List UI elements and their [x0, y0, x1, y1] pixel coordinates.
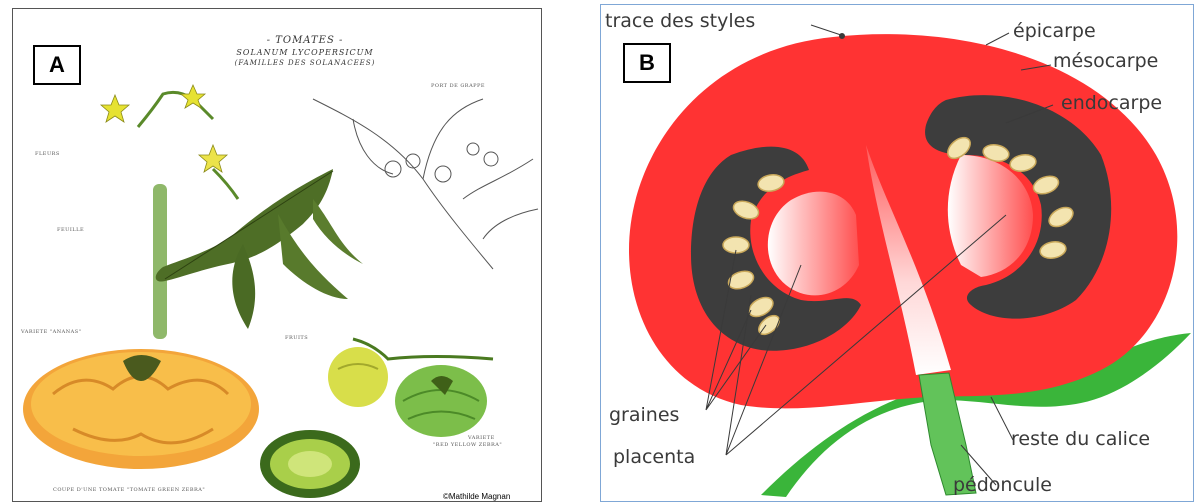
illustration-title: - TOMATES -: [267, 35, 344, 46]
panel-a-letter: A: [33, 45, 81, 85]
label-variete-zebra-name: "RED YELLOW ZEBRA": [433, 442, 502, 448]
green-zebra-cut: [260, 430, 360, 498]
label-endocarpe: endocarpe: [1061, 92, 1162, 114]
tomato-section-diagram: trace des styles épicarpe mésocarpe endo…: [601, 5, 1194, 502]
panel-b-diagram: trace des styles épicarpe mésocarpe endo…: [600, 4, 1194, 502]
label-placenta: placenta: [613, 446, 695, 468]
label-epicarpe: épicarpe: [1013, 20, 1096, 42]
panel-b-letter: B: [623, 43, 671, 83]
label-trace-des-styles: trace des styles: [605, 10, 755, 32]
illustration-family: (FAMILLES DES SOLANACEES): [235, 59, 376, 67]
label-graines: graines: [609, 404, 679, 426]
label-fruits: FRUITS: [285, 335, 308, 341]
sketch-branch: [313, 99, 538, 269]
illustration-subtitle: SOLANUM LYCOPERSICUM: [236, 48, 373, 57]
flower-cluster: [101, 85, 238, 199]
label-coupe: COUPE D'UNE TOMATE "TOMATE GREEN ZEBRA": [53, 487, 205, 493]
label-variete-zebra: VARIETE: [467, 435, 495, 441]
ananas-tomato: [23, 349, 259, 469]
label-pedoncule: pédoncule: [953, 474, 1052, 496]
label-fleurs: FLEURS: [35, 151, 60, 157]
label-reste-du-calice: reste du calice: [1011, 428, 1150, 450]
label-variete-ananas: VARIETE "ANANAS": [20, 329, 81, 335]
tomato-botanical-illustration: - TOMATES - SOLANUM LYCOPERSICUM (FAMILL…: [13, 9, 542, 502]
label-mesocarpe: mésocarpe: [1053, 50, 1158, 72]
label-port-de-grappe: PORT DE GRAPPE: [431, 83, 485, 89]
illustration-credit: ©Mathilde Magnan: [443, 492, 510, 501]
zebra-tomatoes: [328, 339, 493, 437]
panel-a-illustration: - TOMATES - SOLANUM LYCOPERSICUM (FAMILL…: [12, 8, 542, 502]
leaf: [156, 169, 363, 329]
label-feuille: FEUILLE: [57, 227, 84, 233]
stem: [153, 184, 167, 339]
